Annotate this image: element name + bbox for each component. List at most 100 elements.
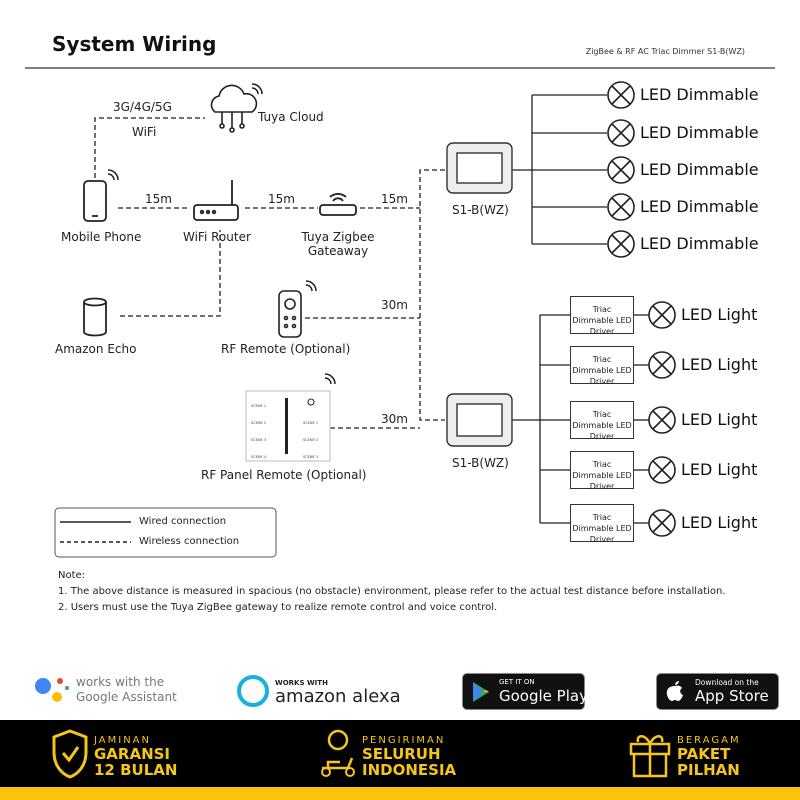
logo-text: App Store [695,687,769,705]
banner-text: INDONESIA [362,761,457,779]
banner-text: BERAGAM [677,735,741,746]
legend-wireless-label: Wireless connection [139,536,240,547]
router-label: WiFi Router [183,230,251,244]
panel-label: RF Panel Remote (Optional) [201,468,367,482]
distance-label: 15m [145,192,172,206]
distance-label: 30m [381,298,408,312]
led-bulb-icon [607,81,635,109]
router-icon [193,180,239,221]
led-driver-box: Triac Dimmable LED Driver [570,296,634,336]
cloud-icon [210,84,258,133]
legend-wired-label: Wired connection [139,516,227,527]
phone-label: Mobile Phone [61,230,142,244]
panel-button: SCENE 3 [251,438,267,442]
led-driver-box: Triac Dimmable LED Driver [570,451,634,491]
logo-text: Download on the [695,678,759,687]
note-item: 1. The above distance is measured in spa… [58,586,726,597]
banner-text: GARANSI [94,745,171,763]
panel-remote-icon [245,390,331,462]
dimmer-module-icon [446,393,513,447]
apple-icon [666,681,683,701]
led-dimmable-label: LED Dimmable [640,123,759,142]
led-light-icon [648,351,676,379]
wifi-label: WiFi [132,125,157,139]
led-dimmable-label: LED Dimmable [640,197,759,216]
led-light-icon [648,509,676,537]
led-light-icon [648,406,676,434]
led-light-label: LED Light [681,410,758,429]
led-light-label: LED Light [681,355,758,374]
panel-button: SCENE 1 [303,421,319,425]
google-play-icon [473,682,489,702]
led-dimmable-label: LED Dimmable [640,234,759,253]
delivery-scooter-icon [321,729,355,777]
google-assistant-icon [35,678,69,702]
distance-label: 15m [381,192,408,206]
led-driver-box: Triac Dimmable LED Driver [570,346,634,386]
rf-remote-icon [278,290,302,338]
banner-text: PILHAN [677,761,740,779]
led-light-label: LED Light [681,305,758,324]
led-light-label: LED Light [681,513,758,532]
legend-box [54,507,277,558]
note-item: 2. Users must use the Tuya ZigBee gatewa… [58,602,498,613]
logo-text: GET IT ON [499,678,535,686]
panel-button: SCENE 2 [303,438,319,442]
echo-label: Amazon Echo [55,342,137,356]
wiring-diagram [25,67,775,558]
wired-links [512,94,649,524]
yellow-footer-strip [0,787,800,800]
led-light-label: LED Light [681,460,758,479]
logo-text: WORKS WITH [275,679,328,687]
distance-label: 15m [268,192,295,206]
led-driver-box: Triac Dimmable LED Driver [570,401,634,441]
panel-button: SCENE 1 [251,404,267,408]
note-heading: Note: [58,570,86,581]
page-title: System Wiring [52,32,217,56]
banner-text: JAMINAN [94,735,151,746]
google-assistant-logo [33,674,73,708]
led-bulb-icon [607,119,635,147]
amazon-echo-icon [83,297,107,337]
wifi-signal-icons [107,83,336,385]
led-bulb-icon [607,193,635,221]
product-subtitle: ZigBee & RF AC Triac Dimmer S1-B(WZ) [585,47,745,56]
led-dimmable-label: LED Dimmable [640,85,759,104]
logo-text: Google Assistant [76,690,177,704]
gift-box-icon [629,735,671,778]
dimmer-module-icon [446,142,513,194]
logo-text: works with the [76,675,165,689]
banner-text: 12 BULAN [94,761,178,779]
mobile-phone-icon [83,180,107,222]
dimmer-bottom-label: S1-B(WZ) [452,456,509,470]
network-label: 3G/4G/5G [113,100,172,114]
panel-button: SCENE 4 [251,455,267,459]
dimmer-top-label: S1-B(WZ) [452,203,509,217]
led-bulb-icon [607,230,635,258]
led-bulb-icon [607,156,635,184]
wireless-links [94,117,445,429]
led-driver-box: Triac Dimmable LED Driver [570,504,634,544]
remote-label: RF Remote (Optional) [221,342,351,356]
led-light-icon [648,456,676,484]
logo-text: Google Play [499,687,588,705]
banner-text: PENGIRIMAN [362,735,446,746]
gateway-label: Tuya Zigbee Gateaway [301,230,375,258]
gateway-icon [319,193,357,216]
distance-label: 30m [381,412,408,426]
logo-text: amazon alexa [275,686,401,707]
cloud-label: Tuya Cloud [258,110,324,124]
led-dimmable-label: LED Dimmable [640,160,759,179]
banner-text: SELURUH [362,745,441,763]
shield-check-icon [52,729,88,779]
led-light-icon [648,301,676,329]
banner-text: PAKET [677,745,731,763]
app-store-badge[interactable]: Download on the App Store [656,673,779,710]
alexa-icon [236,674,270,712]
google-play-badge[interactable]: GET IT ON Google Play [462,673,588,710]
